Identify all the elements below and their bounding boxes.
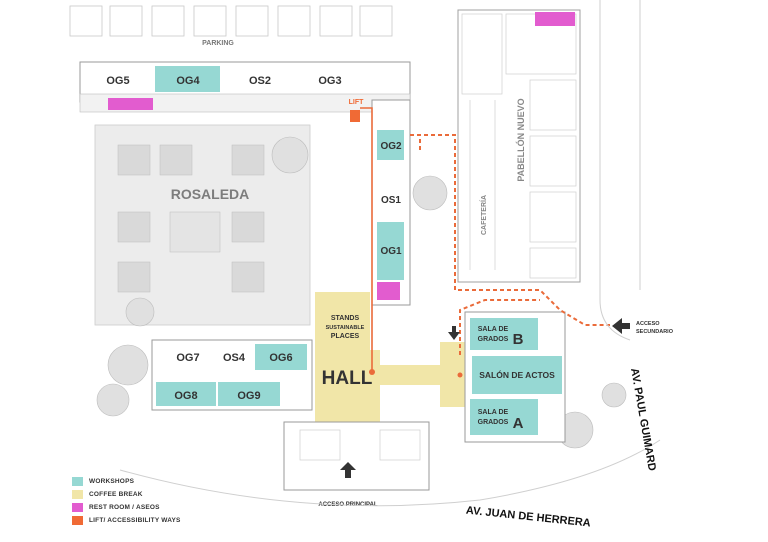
stands-label-1: STANDS — [331, 315, 360, 322]
room-label-og4: OG4 — [176, 75, 200, 87]
room-sala-a — [470, 399, 538, 435]
room-salon-actos — [472, 356, 562, 394]
acceso-secundario-label-2: SECUNDARIO — [636, 329, 674, 335]
hall-label: HALL — [322, 368, 373, 389]
restroom-east — [377, 282, 400, 300]
legend-swatch-workshops — [72, 477, 83, 486]
room-label-og3: OG3 — [318, 75, 341, 87]
sala-a-label-1: SALA DE — [478, 409, 509, 416]
legend-swatch-restroom — [72, 503, 83, 512]
acceso-secundario-label-1: ACCESO — [636, 321, 660, 327]
street-south-label: AV. JUAN DE HERRERA — [465, 504, 591, 529]
room-og2 — [377, 130, 404, 160]
parking-lot — [69, 5, 393, 37]
legend-label-lift: LIFT/ ACCESSIBILITY WAYS — [89, 517, 181, 524]
room-label-og5: OG5 — [106, 75, 129, 87]
hall-area — [315, 350, 380, 422]
pabellon-nuevo-building — [457, 9, 581, 283]
legend-item-lift: LIFT/ ACCESSIBILITY WAYS — [72, 514, 181, 527]
trees — [96, 136, 627, 449]
stands-label-3: PLACES — [331, 333, 360, 340]
legend-item-restroom: REST ROOM / ASEOS — [72, 501, 181, 514]
map-legend: WORKSHOPS COFFEE BREAK REST ROOM / ASEOS… — [72, 475, 181, 527]
cafeteria-label: CAFETERÍA — [479, 195, 488, 235]
room-labels: OG5 OG4 OS2 OG3 OG2 OS1 OG1 OG7 OS4 OG6 … — [106, 75, 555, 432]
sala-b-label-1: SALA DE — [478, 326, 509, 333]
sala-b-label-2: GRADOS — [478, 336, 509, 343]
legend-label-coffee-break: COFFEE BREAK — [89, 491, 143, 498]
room-label-og7: OG7 — [176, 352, 199, 364]
room-label-og2: OG2 — [380, 141, 402, 152]
stands-area — [315, 292, 370, 352]
room-label-og9: OG9 — [237, 390, 260, 402]
rosaleda-label: ROSALEDA — [171, 186, 250, 202]
lobby-entrance-arrow-icon — [448, 326, 460, 340]
legend-label-workshops: WORKSHOPS — [89, 478, 135, 485]
room-og4 — [155, 66, 220, 92]
lift-block — [350, 110, 360, 122]
accessibility-routes — [410, 134, 610, 355]
sala-a-label-2: GRADOS — [478, 419, 509, 426]
stands-label-2: SUSTAINABLE — [326, 325, 365, 331]
room-label-os2: OS2 — [249, 75, 271, 87]
sala-a-letter: A — [513, 415, 524, 432]
legend-swatch-coffee-break — [72, 490, 83, 499]
room-label-og6: OG6 — [269, 352, 292, 364]
room-og1 — [377, 222, 404, 280]
room-og9 — [218, 382, 280, 406]
room-sala-b — [470, 318, 538, 350]
legend-item-coffee-break: COFFEE BREAK — [72, 488, 181, 501]
room-label-og8: OG8 — [174, 390, 197, 402]
main-entrance-arrow-icon — [340, 462, 356, 478]
secondary-entrance-arrow-icon — [612, 318, 630, 334]
restroom-north — [108, 98, 153, 110]
legend-label-restroom: REST ROOM / ASEOS — [89, 504, 160, 511]
lift-label: LIFT — [349, 99, 364, 106]
legend-swatch-lift — [72, 516, 83, 525]
room-label-os1: OS1 — [381, 195, 401, 206]
lift-route — [360, 107, 373, 370]
salon-actos-label: SALÓN DE ACTOS — [479, 369, 555, 380]
room-label-os4: OS4 — [223, 352, 246, 364]
roads — [119, 0, 661, 507]
rosaleda-beds — [117, 144, 265, 293]
route-point-hall — [369, 369, 375, 375]
parking-label: PARKING — [202, 40, 234, 47]
room-og8 — [156, 382, 216, 406]
room-og6 — [255, 344, 307, 370]
sala-b-letter: B — [513, 331, 524, 348]
route-point-lobby — [457, 372, 463, 378]
pabellon-label: PABELLÓN NUEVO — [515, 98, 526, 181]
south-building — [283, 421, 430, 491]
room-label-og1: OG1 — [380, 246, 402, 257]
coffee-corridor — [380, 365, 440, 385]
legend-item-workshops: WORKSHOPS — [72, 475, 181, 488]
